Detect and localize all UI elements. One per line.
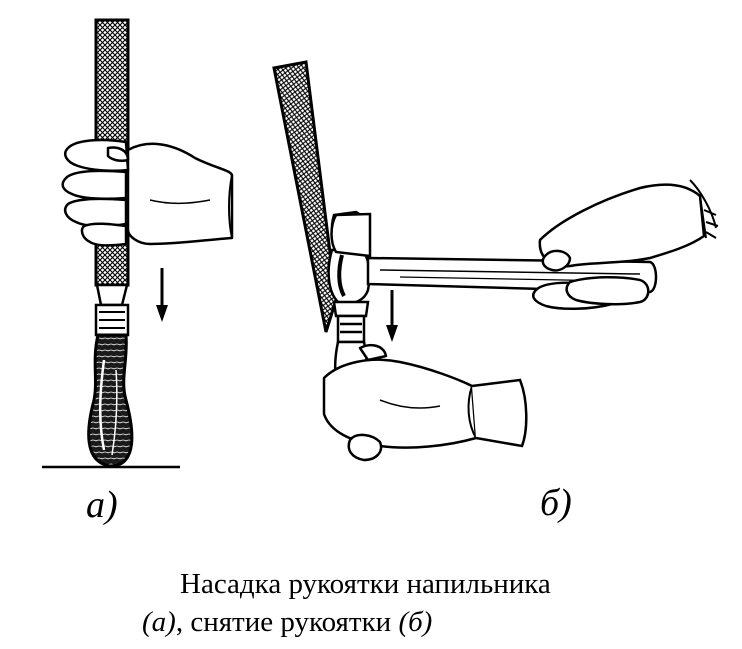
panel-b-drawing xyxy=(272,60,719,462)
file-tang-a xyxy=(95,283,129,307)
arrow-down-b-icon xyxy=(386,290,398,342)
hammer-head xyxy=(330,212,372,258)
caption-line-2: (а), снятие рукоятки (б) xyxy=(142,608,432,637)
caption-ref-a: (а) xyxy=(142,606,176,638)
panel-a-drawing xyxy=(42,18,234,469)
file-blade-b xyxy=(272,60,338,333)
caption-text: , снятие рукоятки xyxy=(175,606,399,638)
panel-label-b: б) xyxy=(540,482,572,524)
caption-line-1: Насадка рукоятки напильника xyxy=(180,570,551,599)
hand-b-left xyxy=(322,344,478,462)
caption-title: Насадка рукоятки напильника xyxy=(180,568,551,600)
panel-label-a: а) xyxy=(86,484,118,526)
caption-ref-b: (б) xyxy=(398,606,433,638)
arrow-down-a-icon xyxy=(156,268,168,322)
hand-b-right xyxy=(532,183,706,311)
handle-a xyxy=(87,333,134,468)
hand-a xyxy=(61,138,234,247)
